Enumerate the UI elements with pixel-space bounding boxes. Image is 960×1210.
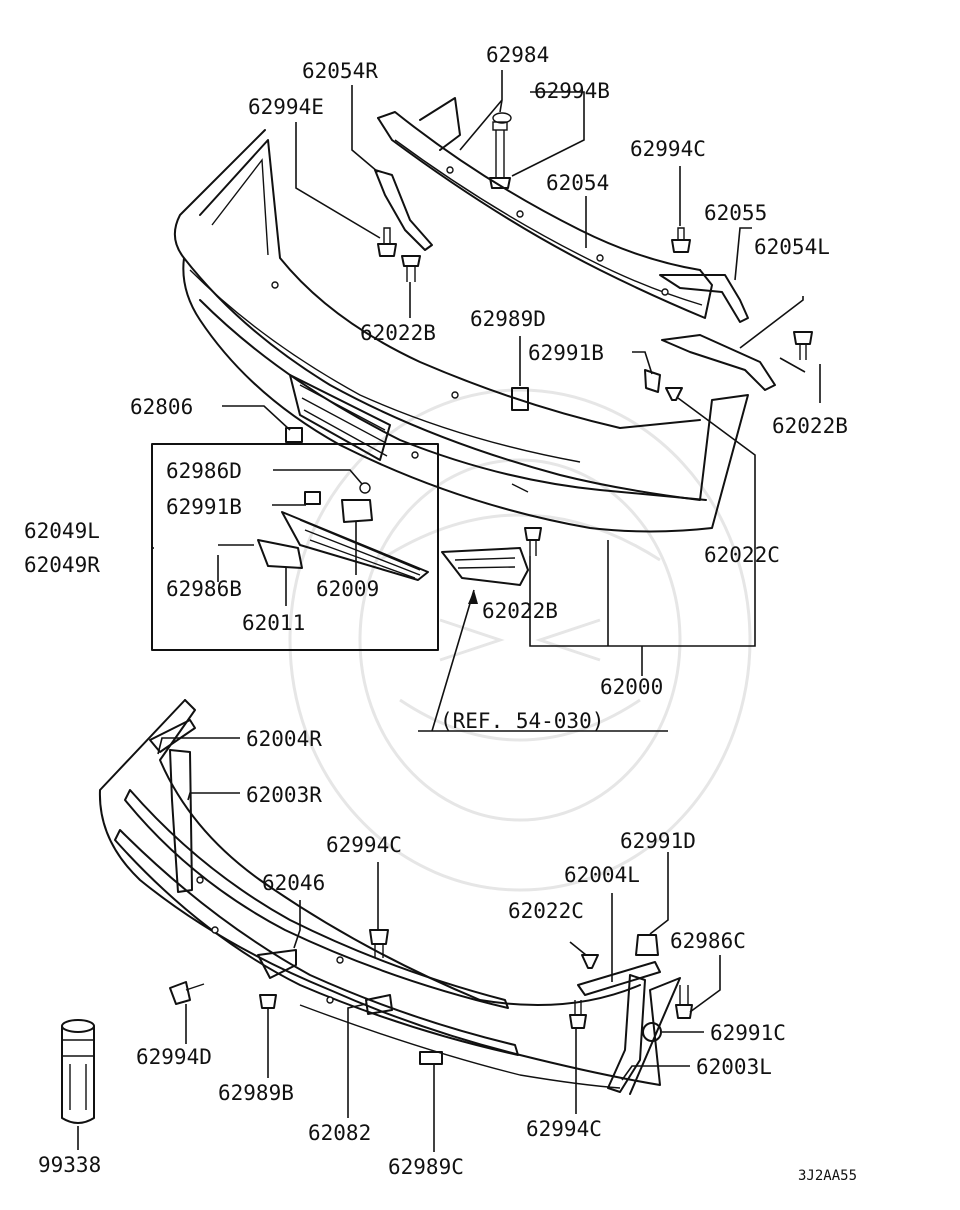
label-62055: 62055 bbox=[704, 201, 767, 225]
side-brackets bbox=[374, 169, 776, 391]
label-62022C-lower: 62022C bbox=[508, 899, 584, 923]
grille-box bbox=[151, 443, 439, 651]
label-99338: 99338 bbox=[38, 1153, 101, 1177]
label-62984: 62984 bbox=[486, 43, 549, 67]
label-62994C-mid: 62994C bbox=[326, 833, 402, 857]
label-62994D: 62994D bbox=[136, 1045, 212, 1069]
label-62994B: 62994B bbox=[534, 79, 610, 103]
watermark-emblem bbox=[288, 388, 752, 892]
label-62004L: 62004L bbox=[564, 863, 640, 887]
label-62994C-top: 62994C bbox=[630, 137, 706, 161]
label-62989C: 62989C bbox=[388, 1155, 464, 1179]
reinforcement-bar bbox=[377, 97, 713, 319]
label-62986D: 62986D bbox=[166, 459, 242, 483]
label-62986B: 62986B bbox=[166, 577, 242, 601]
label-62054R: 62054R bbox=[302, 59, 378, 83]
label-62082: 62082 bbox=[308, 1121, 371, 1145]
upper-bumper-shell bbox=[173, 129, 749, 533]
label-62054L: 62054L bbox=[754, 235, 830, 259]
label-62994E: 62994E bbox=[248, 95, 324, 119]
label-62991C: 62991C bbox=[710, 1021, 786, 1045]
label-62009: 62009 bbox=[316, 577, 379, 601]
leader-lines bbox=[77, 70, 821, 1152]
lower-fasteners bbox=[169, 929, 693, 1042]
label-62991B-right: 62991B bbox=[528, 341, 604, 365]
label-62989D: 62989D bbox=[470, 307, 546, 331]
label-62000: 62000 bbox=[600, 675, 663, 699]
label-62989B: 62989B bbox=[218, 1081, 294, 1105]
label-62022B-mid: 62022B bbox=[482, 599, 558, 623]
sealant-tube bbox=[61, 1019, 95, 1124]
side-lamp-cover bbox=[441, 547, 529, 586]
label-62046: 62046 bbox=[262, 871, 325, 895]
diagram-code: 3J2AA55 bbox=[798, 1168, 857, 1184]
label-62049R: 62049R bbox=[24, 553, 100, 577]
label-62991D: 62991D bbox=[620, 829, 696, 853]
label-62806: 62806 bbox=[130, 395, 193, 419]
label-62022C-right: 62022C bbox=[704, 543, 780, 567]
label-62054: 62054 bbox=[546, 171, 609, 195]
label-62003R: 62003R bbox=[246, 783, 322, 807]
label-62004R: 62004R bbox=[246, 727, 322, 751]
label-62022B-top: 62022B bbox=[360, 321, 436, 345]
label-62011: 62011 bbox=[242, 611, 305, 635]
reference-note: (REF. 54-030) bbox=[440, 709, 604, 733]
part-labels: 62054R 62994E 62984 62994B 62994C 62054 … bbox=[24, 43, 857, 1184]
label-62022B-right: 62022B bbox=[772, 414, 848, 438]
label-62049L: 62049L bbox=[24, 519, 100, 543]
label-62986C: 62986C bbox=[670, 929, 746, 953]
label-62991B-box: 62991B bbox=[166, 495, 242, 519]
lower-bumper-shell bbox=[98, 699, 681, 1095]
fasteners bbox=[285, 112, 813, 556]
label-62994C-bottom: 62994C bbox=[526, 1117, 602, 1141]
label-62003L: 62003L bbox=[696, 1055, 772, 1079]
